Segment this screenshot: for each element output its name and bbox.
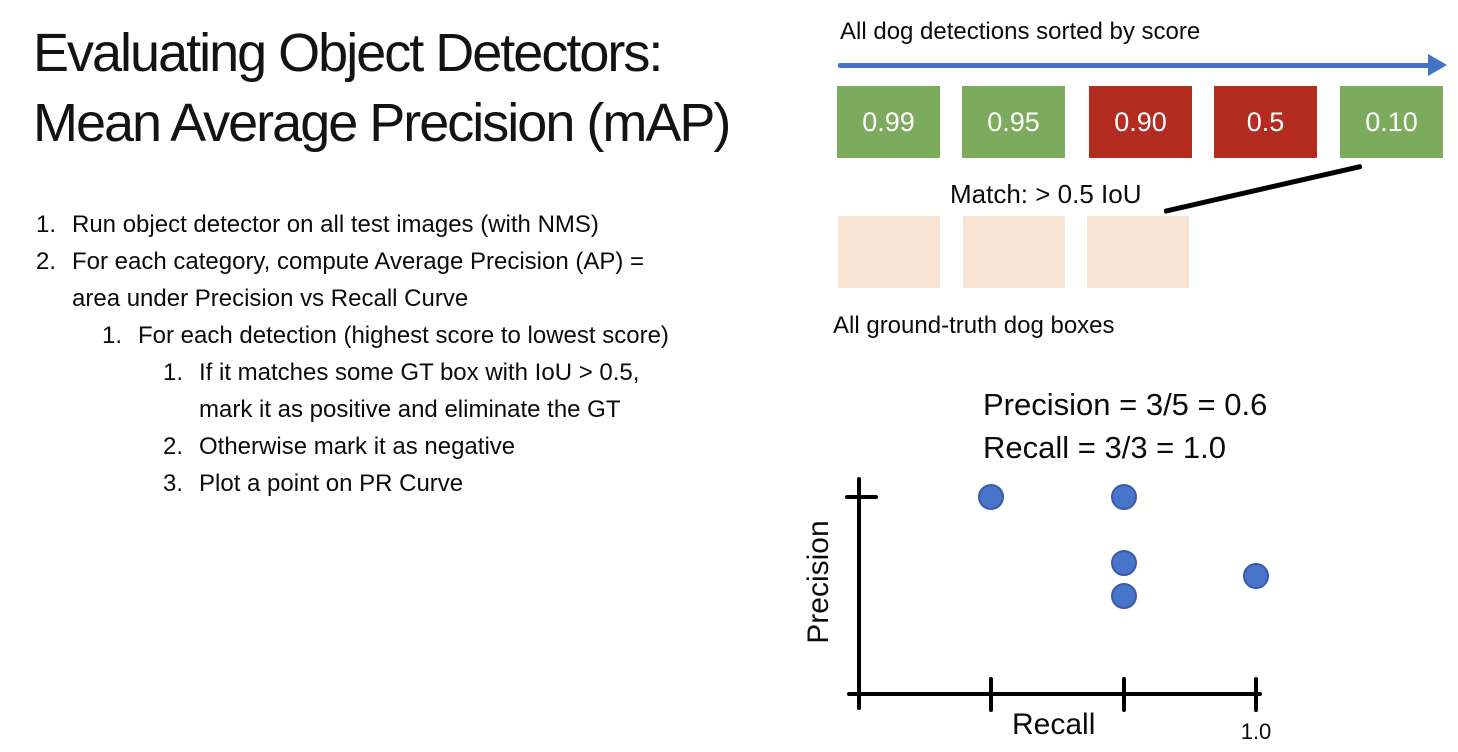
x-axis-tick — [989, 677, 994, 712]
detection-box-4: 0.5 — [1214, 86, 1317, 158]
detection-box-3: 0.90 — [1089, 86, 1192, 158]
score-order-arrow — [838, 63, 1430, 68]
y-axis-label: Precision — [802, 520, 835, 644]
step-text: area under Precision vs Recall Curve — [72, 285, 469, 312]
slide-title-line1: Evaluating Object Detectors: — [33, 23, 663, 83]
detections-caption: All dog detections sorted by score — [840, 18, 1201, 45]
step-text: Run object detector on all test images (… — [72, 211, 599, 238]
detection-box-2: 0.95 — [962, 86, 1065, 158]
step-number: 1. — [36, 211, 57, 238]
pr-data-point — [978, 484, 1005, 510]
recall-value-annotation: Recall = 3/3 = 1.0 — [983, 430, 1226, 465]
step-text: For each category, compute Average Preci… — [72, 248, 645, 275]
steps-list: 1. Run object detector on all test images… — [36, 206, 669, 502]
step-text: mark it as positive and eliminate the GT — [199, 396, 621, 423]
pr-data-point — [1110, 582, 1137, 609]
score-order-arrowhead-icon — [1428, 54, 1447, 76]
detection-box-5: 0.10 — [1340, 86, 1443, 158]
x-axis-tick — [1254, 677, 1258, 712]
step-number: 2. — [36, 248, 57, 275]
step-number: 2. — [163, 433, 184, 460]
precision-value-annotation: Precision = 3/5 = 0.6 — [983, 387, 1268, 422]
step-item: 2. For each category, compute Average Pre… — [36, 243, 669, 280]
ground-truth-box-1 — [838, 216, 940, 288]
detection-box-1: 0.99 — [837, 86, 940, 158]
step-item: 1. Run object detector on all test images… — [36, 206, 669, 243]
step-item-continuation: mark it as positive and eliminate the GT — [36, 391, 669, 428]
step-text: If it matches some GT box with IoU > 0.5… — [199, 359, 640, 386]
pr-data-point — [1110, 549, 1137, 576]
pr-data-point — [1110, 484, 1137, 510]
slide-title: Evaluating Object Detectors: Mean Averag… — [33, 18, 731, 158]
slide-title-line2: Mean Average Precision (mAP) — [33, 93, 731, 153]
x-tick-label: 1.0 — [1240, 719, 1272, 744]
y-axis-tick — [845, 495, 878, 499]
ground-truth-box-2 — [963, 216, 1065, 288]
step-item: 3. Plot a point on PR Curve — [36, 465, 669, 502]
step-text: Plot a point on PR Curve — [199, 470, 464, 497]
step-number: 3. — [163, 470, 184, 497]
step-item: 1. For each detection (highest score to l… — [36, 317, 669, 354]
step-text: Otherwise mark it as negative — [199, 433, 516, 460]
step-item-continuation: area under Precision vs Recall Curve — [36, 280, 669, 317]
step-item: 1. If it matches some GT box with IoU > 0… — [36, 354, 669, 391]
ground-truth-caption: All ground-truth dog boxes — [833, 312, 1115, 339]
step-number: 1. — [102, 322, 123, 349]
y-axis — [857, 477, 861, 710]
x-axis-label: Recall — [1012, 708, 1096, 741]
step-number: 1. — [163, 359, 184, 386]
ground-truth-box-3 — [1087, 216, 1189, 288]
match-connector-line — [1163, 163, 1363, 214]
x-axis-tick — [1121, 677, 1126, 712]
x-axis — [847, 692, 1262, 696]
step-item: 2. Otherwise mark it as negative — [36, 428, 669, 465]
match-threshold-label: Match: > 0.5 IoU — [950, 179, 1142, 209]
pr-data-point — [1243, 562, 1269, 589]
step-text: For each detection (highest score to low… — [138, 322, 669, 349]
